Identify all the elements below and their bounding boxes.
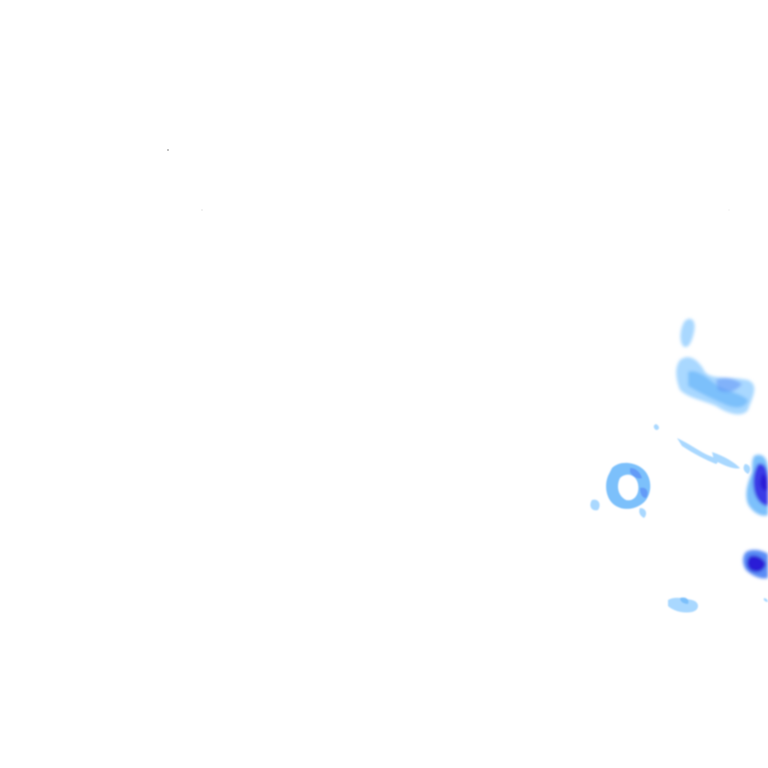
- speckle: [201, 209, 203, 211]
- speckle: [728, 209, 730, 211]
- rain-cell-small-south: [668, 597, 768, 613]
- rain-cell-ring: [590, 462, 651, 518]
- rain-streaks: [653, 424, 759, 503]
- rain-cell-heavy-east: [746, 454, 768, 516]
- speckle: [167, 149, 169, 151]
- rain-cell-heavy-southeast: [743, 549, 768, 579]
- rain-cell-upper: [676, 318, 755, 415]
